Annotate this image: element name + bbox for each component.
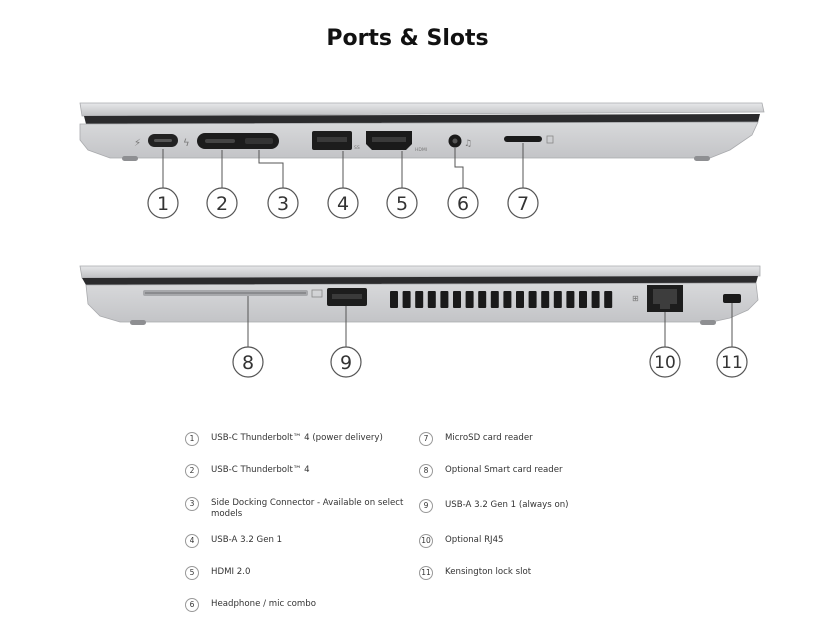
headphone-icon: ♫: [464, 139, 472, 149]
legend-label: USB-C Thunderbolt™ 4 (power delivery): [211, 433, 383, 443]
left-side-view: ⚡ ϟ SS HDMI ♫: [79, 102, 765, 188]
vent-slot: [390, 291, 398, 308]
leader-lines-top: [162, 143, 524, 188]
callout-4: 4: [327, 187, 359, 219]
callout-1-number: 1: [157, 193, 169, 215]
vent-slot: [516, 291, 524, 308]
foot: [700, 320, 716, 325]
vent-slot: [553, 291, 562, 308]
legend-number: 3: [185, 497, 199, 511]
hdmi-port: HDMI: [366, 131, 427, 153]
legend-label: MicroSD card reader: [445, 433, 533, 443]
lid-top: [79, 102, 765, 117]
usb-ss-mark: SS: [354, 145, 360, 151]
legend-number: 8: [419, 464, 433, 478]
legend-label: HDMI 2.0: [211, 567, 251, 577]
vent-slot: [402, 291, 411, 308]
smart-card-icon: [311, 289, 323, 298]
legend-label: Optional RJ45: [445, 535, 504, 545]
vent-slot: [503, 291, 512, 308]
callout-9-number: 9: [340, 352, 352, 374]
vent-slot: [415, 291, 424, 308]
page-title: Ports & Slots: [326, 26, 489, 51]
vent-slot: [453, 291, 461, 308]
hinge-line: [84, 114, 760, 124]
audio-jack: ♫: [448, 134, 472, 149]
legend-number: 2: [185, 464, 199, 478]
microsd-slot: [504, 135, 554, 144]
vent-slot: [591, 291, 600, 308]
hinge-line-right: [82, 276, 758, 285]
legend-label: Optional Smart card reader: [445, 465, 563, 475]
legend-number: 1: [185, 432, 199, 446]
foot: [694, 156, 710, 161]
legend-number: 11: [419, 566, 433, 580]
legend-label: Kensington lock slot: [445, 567, 532, 577]
legend-label: Side Docking Connector - Available on se…: [211, 498, 404, 519]
callout-11-number: 11: [721, 353, 743, 373]
callout-3-number: 3: [277, 193, 289, 215]
callout-9: 9: [330, 346, 362, 378]
lid-top-right: [79, 265, 761, 279]
kensington-slot: [723, 294, 741, 303]
legend-number: 5: [185, 566, 199, 580]
callout-2: 2: [206, 187, 238, 219]
callout-5-number: 5: [396, 193, 408, 215]
vent-slot: [427, 291, 436, 308]
vent-slot: [541, 291, 550, 308]
legend-label: Headphone / mic combo: [211, 599, 317, 609]
usb-a-always-on-port: [327, 288, 367, 306]
legend-number: 4: [185, 534, 199, 548]
leader-lines-bottom: [247, 296, 733, 347]
callouts-bottom: 8 9 10 11: [232, 346, 748, 378]
callout-1: 1: [147, 187, 179, 219]
vent-slot: [465, 291, 474, 308]
power-symbol-icon: ⚡: [134, 138, 141, 149]
vent-slot: [478, 291, 487, 308]
legend-number: 7: [419, 432, 433, 446]
vent-slot: [579, 291, 587, 308]
usb-c-power-port: ⚡: [134, 134, 178, 149]
callout-6: 6: [447, 187, 479, 219]
callout-3: 3: [267, 187, 299, 219]
callout-4-number: 4: [337, 193, 349, 215]
smart-card-slot: [143, 289, 323, 298]
vent-slot: [490, 291, 499, 308]
foot: [130, 320, 146, 325]
callout-2-number: 2: [216, 193, 228, 215]
callout-8: 8: [232, 346, 264, 378]
callouts-top: 1 2 3 4 5 6 7: [147, 187, 539, 219]
rj45-port: ⊞: [632, 285, 683, 312]
vent-slot: [566, 291, 575, 308]
vent-slot: [440, 291, 449, 308]
legend-label: USB-A 3.2 Gen 1 (always on): [445, 500, 569, 510]
thunderbolt-icon: ϟ: [183, 138, 190, 149]
vent-slot: [604, 291, 613, 308]
callout-7-number: 7: [517, 193, 529, 215]
usb-c-and-docking-port: ϟ: [183, 133, 279, 149]
legend-number: 10: [419, 534, 433, 548]
legend-label: USB-C Thunderbolt™ 4: [211, 465, 310, 475]
usb-a-port: SS: [312, 131, 360, 151]
laptop-side-diagram: ⚡ ϟ SS HDMI ♫: [79, 102, 765, 378]
sd-card-icon: [546, 135, 554, 144]
right-side-view: ⊞: [79, 265, 761, 347]
legend-label: USB-A 3.2 Gen 1: [211, 535, 283, 545]
callout-11: 11: [716, 346, 748, 378]
callout-10: 10: [649, 346, 681, 378]
foot: [122, 156, 138, 161]
legend-number: 6: [185, 598, 199, 612]
callout-10-number: 10: [654, 353, 676, 373]
cooling-vents: [390, 291, 613, 308]
vent-slot: [528, 291, 537, 308]
callout-8-number: 8: [242, 352, 254, 374]
callout-7: 7: [507, 187, 539, 219]
legend-number: 9: [419, 499, 433, 513]
hdmi-mark: HDMI: [415, 147, 427, 153]
callout-6-number: 6: [457, 193, 469, 215]
network-icon: ⊞: [632, 294, 639, 303]
callout-5: 5: [386, 187, 418, 219]
